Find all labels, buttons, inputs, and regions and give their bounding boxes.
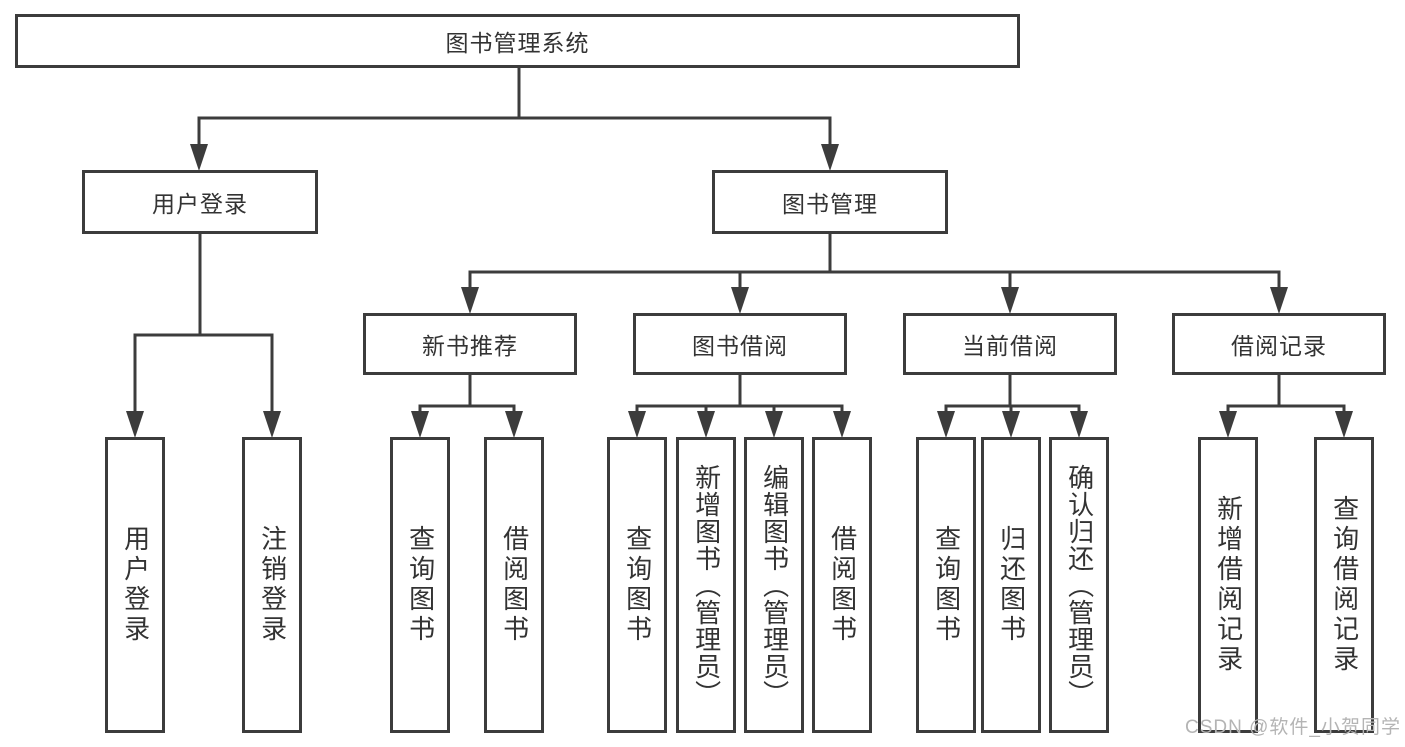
leaf-query-borrow-record: 查询借阅记录 <box>1314 437 1374 733</box>
node-new-book-recommend: 新书推荐 <box>363 313 577 375</box>
node-borrow-records: 借阅记录 <box>1172 313 1386 375</box>
node-book-borrow: 图书借阅 <box>633 313 847 375</box>
node-root: 图书管理系统 <box>15 14 1020 68</box>
connector-book-borrow-to-leaves <box>628 373 851 438</box>
leaf-query-books-3: 查询图书 <box>916 437 976 733</box>
node-current-borrow: 当前借阅 <box>903 313 1117 375</box>
leaf-query-books-1: 查询图书 <box>390 437 450 733</box>
leaf-borrow-books-1-label: 借阅图书 <box>499 525 530 645</box>
leaf-query-books-2-label: 查询图书 <box>622 525 653 645</box>
leaf-add-book-admin: 新增图书（管理员） <box>676 437 736 733</box>
leaf-user-login-label: 用户登录 <box>120 525 151 645</box>
leaf-query-books-3-label: 查询图书 <box>931 525 962 645</box>
node-book-borrow-label: 图书借阅 <box>692 333 788 359</box>
node-user-login-label: 用户登录 <box>152 191 248 217</box>
connector-user-login-to-leaves <box>126 232 281 438</box>
node-new-book-recommend-label: 新书推荐 <box>422 333 518 359</box>
leaf-return-book: 归还图书 <box>981 437 1041 733</box>
leaf-add-book-admin-label: 新增图书（管理员） <box>691 463 722 707</box>
leaf-logout: 注销登录 <box>242 437 302 733</box>
connector-root-to-level2 <box>190 66 839 171</box>
leaf-borrow-books-1: 借阅图书 <box>484 437 544 733</box>
connector-new-book-to-leaves <box>411 373 523 438</box>
leaf-return-book-label: 归还图书 <box>996 525 1027 645</box>
leaf-confirm-return-admin: 确认归还（管理员） <box>1049 437 1109 733</box>
leaf-add-borrow-record-label: 新增借阅记录 <box>1213 495 1244 675</box>
leaf-confirm-return-admin-label: 确认归还（管理员） <box>1064 463 1095 707</box>
leaf-borrow-books-2-label: 借阅图书 <box>827 525 858 645</box>
leaf-query-borrow-record-label: 查询借阅记录 <box>1329 495 1360 675</box>
node-book-management: 图书管理 <box>712 170 948 234</box>
leaf-query-books-2: 查询图书 <box>607 437 667 733</box>
node-user-login: 用户登录 <box>82 170 318 234</box>
node-root-label: 图书管理系统 <box>445 30 590 56</box>
leaf-borrow-books-2: 借阅图书 <box>812 437 872 733</box>
leaf-user-login: 用户登录 <box>105 437 165 733</box>
leaf-add-borrow-record: 新增借阅记录 <box>1198 437 1258 733</box>
connector-borrow-records-to-leaves <box>1219 373 1353 438</box>
leaf-edit-book-admin-label: 编辑图书（管理员） <box>759 463 790 707</box>
connector-current-borrow-to-leaves <box>937 373 1088 438</box>
node-book-management-label: 图书管理 <box>782 191 878 217</box>
leaf-query-books-1-label: 查询图书 <box>405 525 436 645</box>
watermark-text: CSDN @软件_小贺同学 <box>1185 717 1401 738</box>
connector-book-management-to-level3 <box>461 232 1288 314</box>
node-borrow-records-label: 借阅记录 <box>1231 333 1327 359</box>
leaf-edit-book-admin: 编辑图书（管理员） <box>744 437 804 733</box>
leaf-logout-label: 注销登录 <box>257 525 288 645</box>
node-current-borrow-label: 当前借阅 <box>962 333 1058 359</box>
